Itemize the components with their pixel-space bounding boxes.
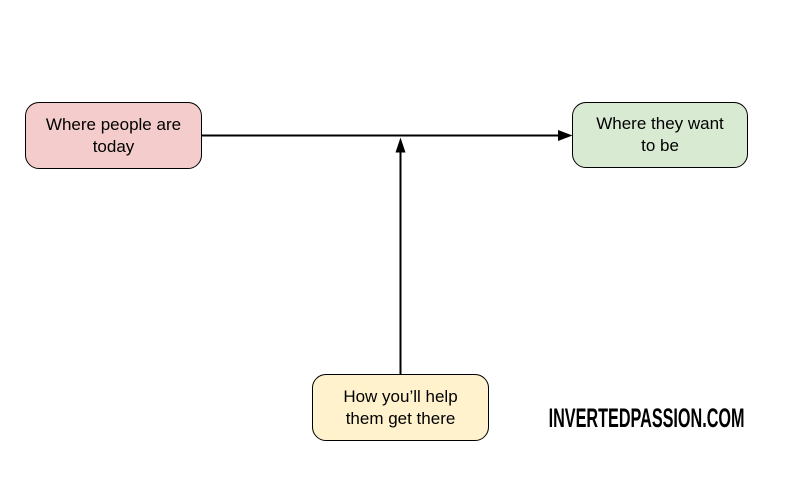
arrowhead-up-icon [395, 137, 406, 153]
arrowhead-right-icon [558, 130, 573, 141]
arrow-current-to-desired [202, 130, 573, 141]
watermark-invertedpassion: INVERTEDPASSION.COM [549, 403, 745, 433]
box-label-current-state: Where people are today [45, 114, 182, 156]
box-label-desired-state: Where they want to be [596, 114, 724, 155]
box-where-people-are-today[interactable]: Where people are today [25, 102, 202, 169]
box-where-they-want-to-be[interactable]: Where they want to be [572, 102, 748, 168]
box-label-help-bridge: How you’ll help them get there [343, 386, 458, 428]
arrow-help-to-journey [395, 137, 406, 374]
box-how-youll-help[interactable]: How you’ll help them get there [312, 374, 489, 441]
